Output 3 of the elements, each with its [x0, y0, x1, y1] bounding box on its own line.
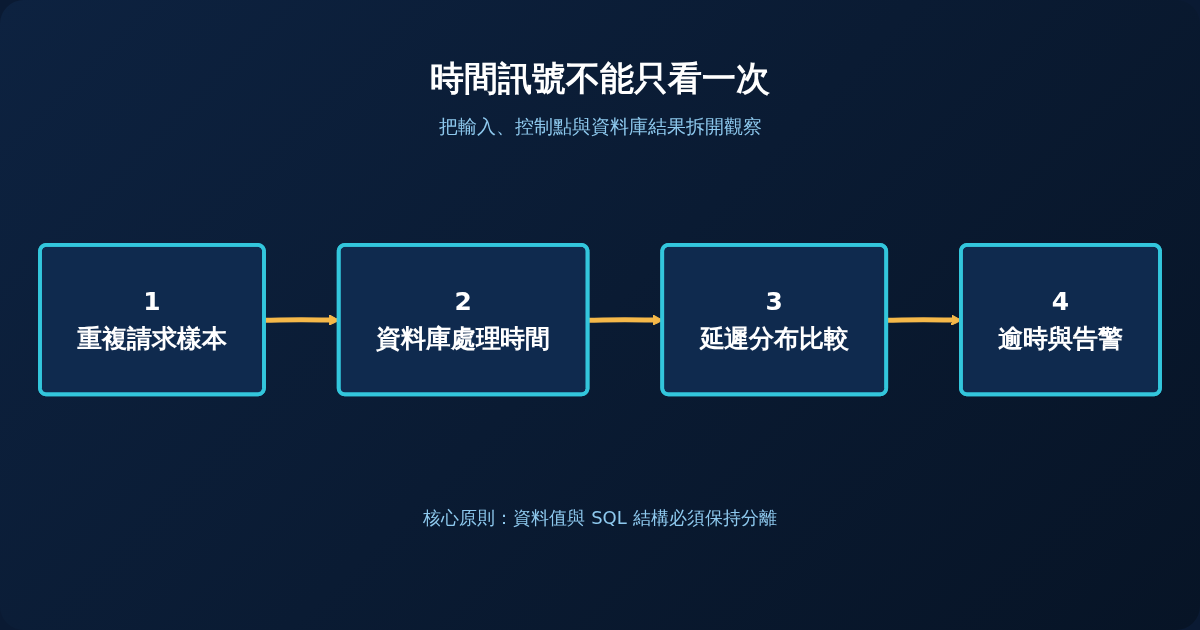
subtitle: 把輸入、控制點與資料庫結果拆開觀察	[438, 114, 762, 139]
diagram-title: 時間訊號不能只看一次	[430, 57, 770, 100]
footnote: 核心原則：資料值與 SQL 結構必須保持分離	[423, 506, 777, 530]
